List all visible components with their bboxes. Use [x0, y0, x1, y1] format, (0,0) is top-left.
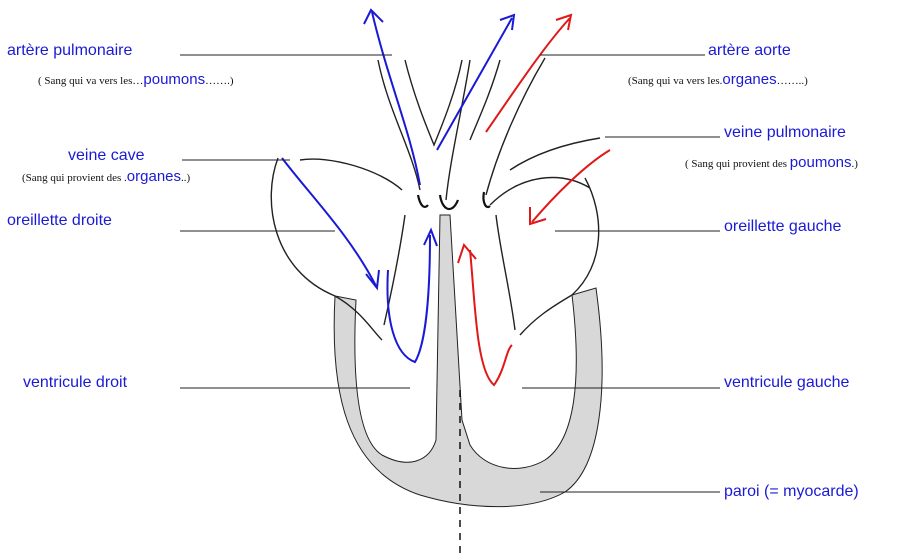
red-arrow-aorta-head [556, 15, 571, 30]
label-right-ventricle: ventricule droit [23, 374, 127, 392]
fill-vena-cava: organes [127, 168, 181, 185]
note-pulmonary-artery-suffix: …….) [205, 75, 233, 87]
fill-aorta: organes [722, 71, 776, 88]
note-aorta-suffix: ……..) [777, 75, 808, 87]
note-pulmonary-vein-prefix: ( Sang qui provient des [685, 158, 790, 170]
myocardium-wall [334, 215, 602, 507]
blue-arrow-vena-cava [282, 158, 376, 286]
note-aorta-prefix: (Sang qui va vers les. [628, 75, 722, 87]
red-arrow-pulmonary-vein [532, 150, 610, 222]
blue-arrow-pulmonary-left [372, 12, 420, 185]
label-left-ventricle: ventricule gauche [724, 374, 849, 392]
label-aorta: artère aorte [708, 42, 791, 60]
note-pulmonary-artery-prefix: ( Sang qui va vers les… [38, 75, 143, 87]
fill-pulmonary-vein: poumons [790, 154, 852, 171]
note-pulmonary-artery: ( Sang qui va vers les…poumons…….) [38, 73, 234, 88]
label-wall: paroi (= myocarde) [724, 483, 859, 501]
note-vena-cava: (Sang qui provient des .organes..) [22, 170, 190, 185]
note-vena-cava-prefix: (Sang qui provient des . [22, 172, 127, 184]
valve-left [418, 195, 428, 207]
label-pulmonary-vein: veine pulmonaire [724, 124, 846, 142]
label-vena-cava: veine cave [68, 147, 145, 165]
aorta-outline [446, 58, 545, 200]
valve-center [440, 195, 458, 209]
label-left-atrium: oreillette gauche [724, 218, 841, 236]
label-pulmonary-artery: artère pulmonaire [7, 42, 132, 60]
red-arrow-aorta [486, 18, 570, 132]
pulmonary-vein-outline [510, 138, 600, 170]
blue-arrow-to-ventricle [387, 235, 430, 362]
fill-pulmonary-artery: poumons [143, 71, 205, 88]
red-arrow-left-ventricle-head [458, 245, 476, 263]
note-pulmonary-vein-suffix: .) [852, 158, 858, 170]
label-right-atrium: oreillette droite [7, 212, 112, 230]
note-pulmonary-vein: ( Sang qui provient des poumons.) [685, 156, 858, 171]
note-vena-cava-suffix: ..) [181, 172, 190, 184]
note-aorta: (Sang qui va vers les.organes……..) [628, 73, 808, 88]
